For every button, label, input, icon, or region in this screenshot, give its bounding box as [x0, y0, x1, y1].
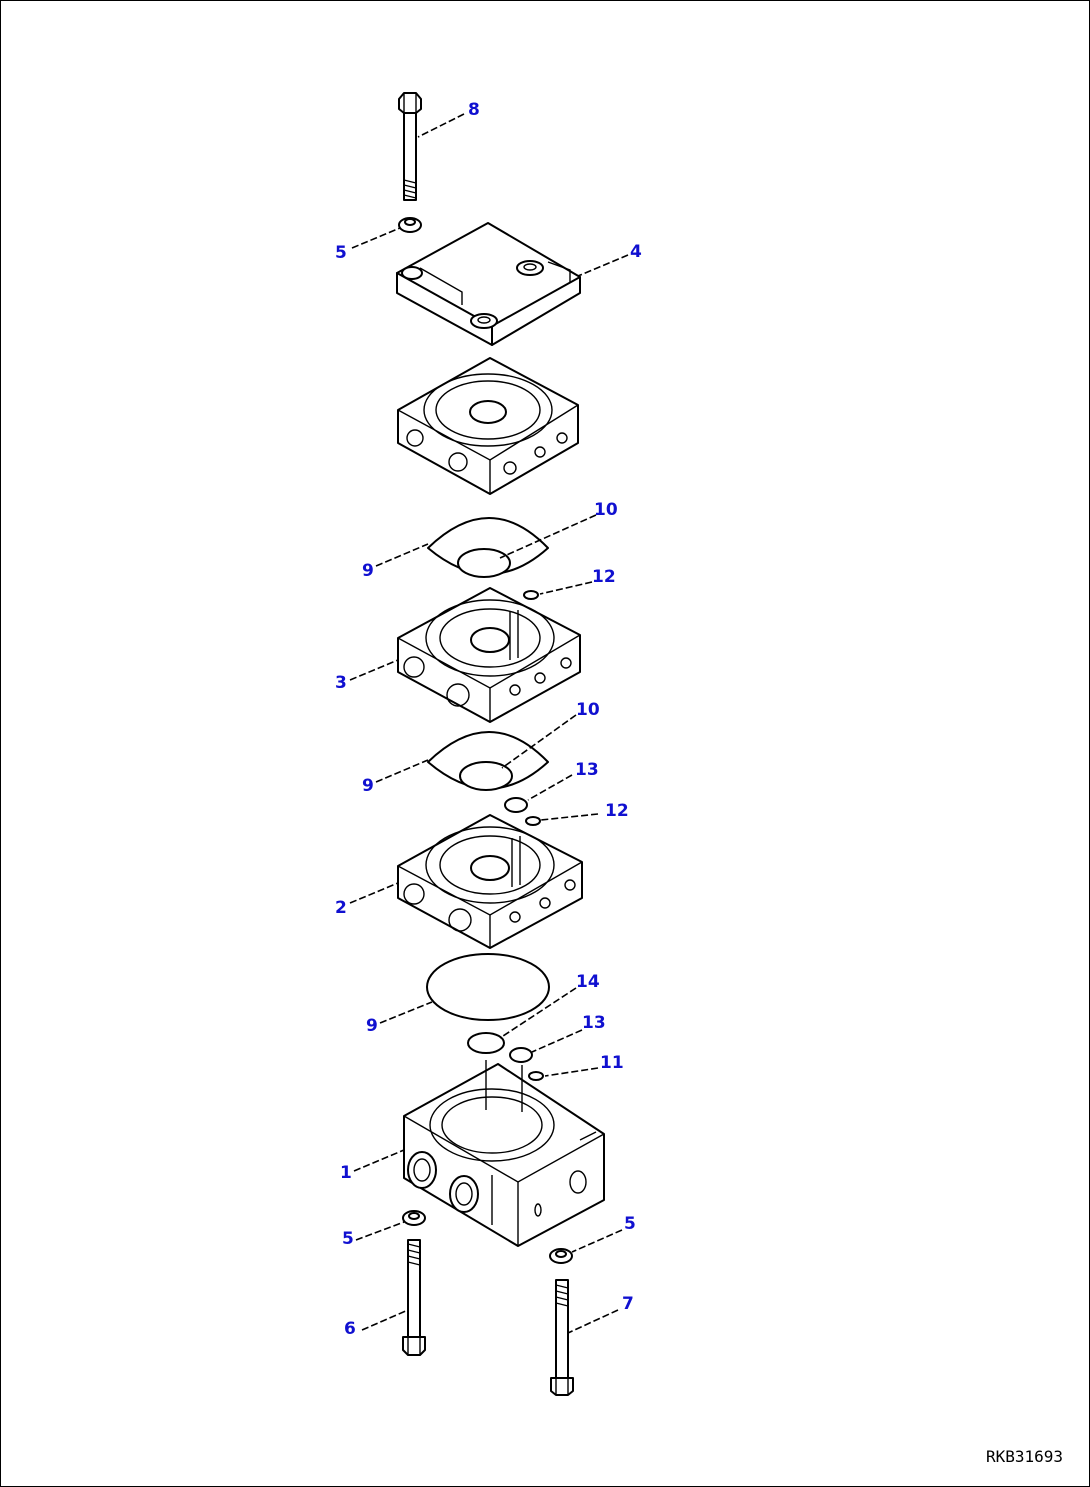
- leader-lines: [349, 113, 629, 1334]
- bolt-7: [550, 1279, 574, 1396]
- callout-7: 7: [622, 1294, 634, 1314]
- callout-9: 9: [366, 1016, 378, 1036]
- callout-13: 13: [582, 1013, 606, 1033]
- valve-body-1: [403, 1060, 605, 1247]
- gasket-9-top: [427, 517, 549, 578]
- callout-13: 13: [575, 760, 599, 780]
- callout-12: 12: [605, 801, 629, 821]
- callout-9: 9: [362, 776, 374, 796]
- callout-3: 3: [335, 673, 347, 693]
- washer-5-top: [398, 217, 422, 233]
- callout-5: 5: [335, 243, 347, 263]
- callout-14: 14: [576, 972, 600, 992]
- cover-plate-4: [396, 222, 581, 346]
- callout-4: 4: [630, 242, 642, 262]
- callout-11: 11: [600, 1053, 624, 1073]
- callout-2: 2: [335, 898, 347, 918]
- callout-12: 12: [592, 567, 616, 587]
- callout-labels: 8 5 4 10 9 12 3 10 9 13 12 2 14 9 13 11 …: [335, 100, 642, 1339]
- drawing-number: RKB31693: [986, 1447, 1063, 1466]
- bolt-6: [402, 1239, 426, 1356]
- callout-5: 5: [624, 1214, 636, 1234]
- valve-section-2: [397, 814, 583, 949]
- bolt-8: [398, 92, 422, 201]
- callout-1: 1: [340, 1163, 352, 1183]
- gasket-9-middle: [427, 731, 549, 791]
- callout-5: 5: [342, 1229, 354, 1249]
- callout-6: 6: [344, 1319, 356, 1339]
- callout-10: 10: [594, 500, 618, 520]
- callout-9: 9: [362, 561, 374, 581]
- o-ring-12-top: [523, 590, 539, 600]
- gasket-9-bottom: [426, 953, 550, 1021]
- valve-section-3: [397, 587, 581, 723]
- washer-5-bottom-right: [549, 1248, 573, 1264]
- callout-10: 10: [576, 700, 600, 720]
- valve-section-top: [397, 357, 579, 495]
- o-ring-13-middle: [504, 797, 528, 813]
- o-ring-11: [528, 1071, 544, 1081]
- o-ring-13-bottom: [509, 1047, 533, 1063]
- o-ring-12-middle: [525, 816, 541, 826]
- callout-8: 8: [468, 100, 480, 120]
- o-ring-14: [467, 1032, 505, 1054]
- washer-5-bottom-left: [402, 1210, 426, 1226]
